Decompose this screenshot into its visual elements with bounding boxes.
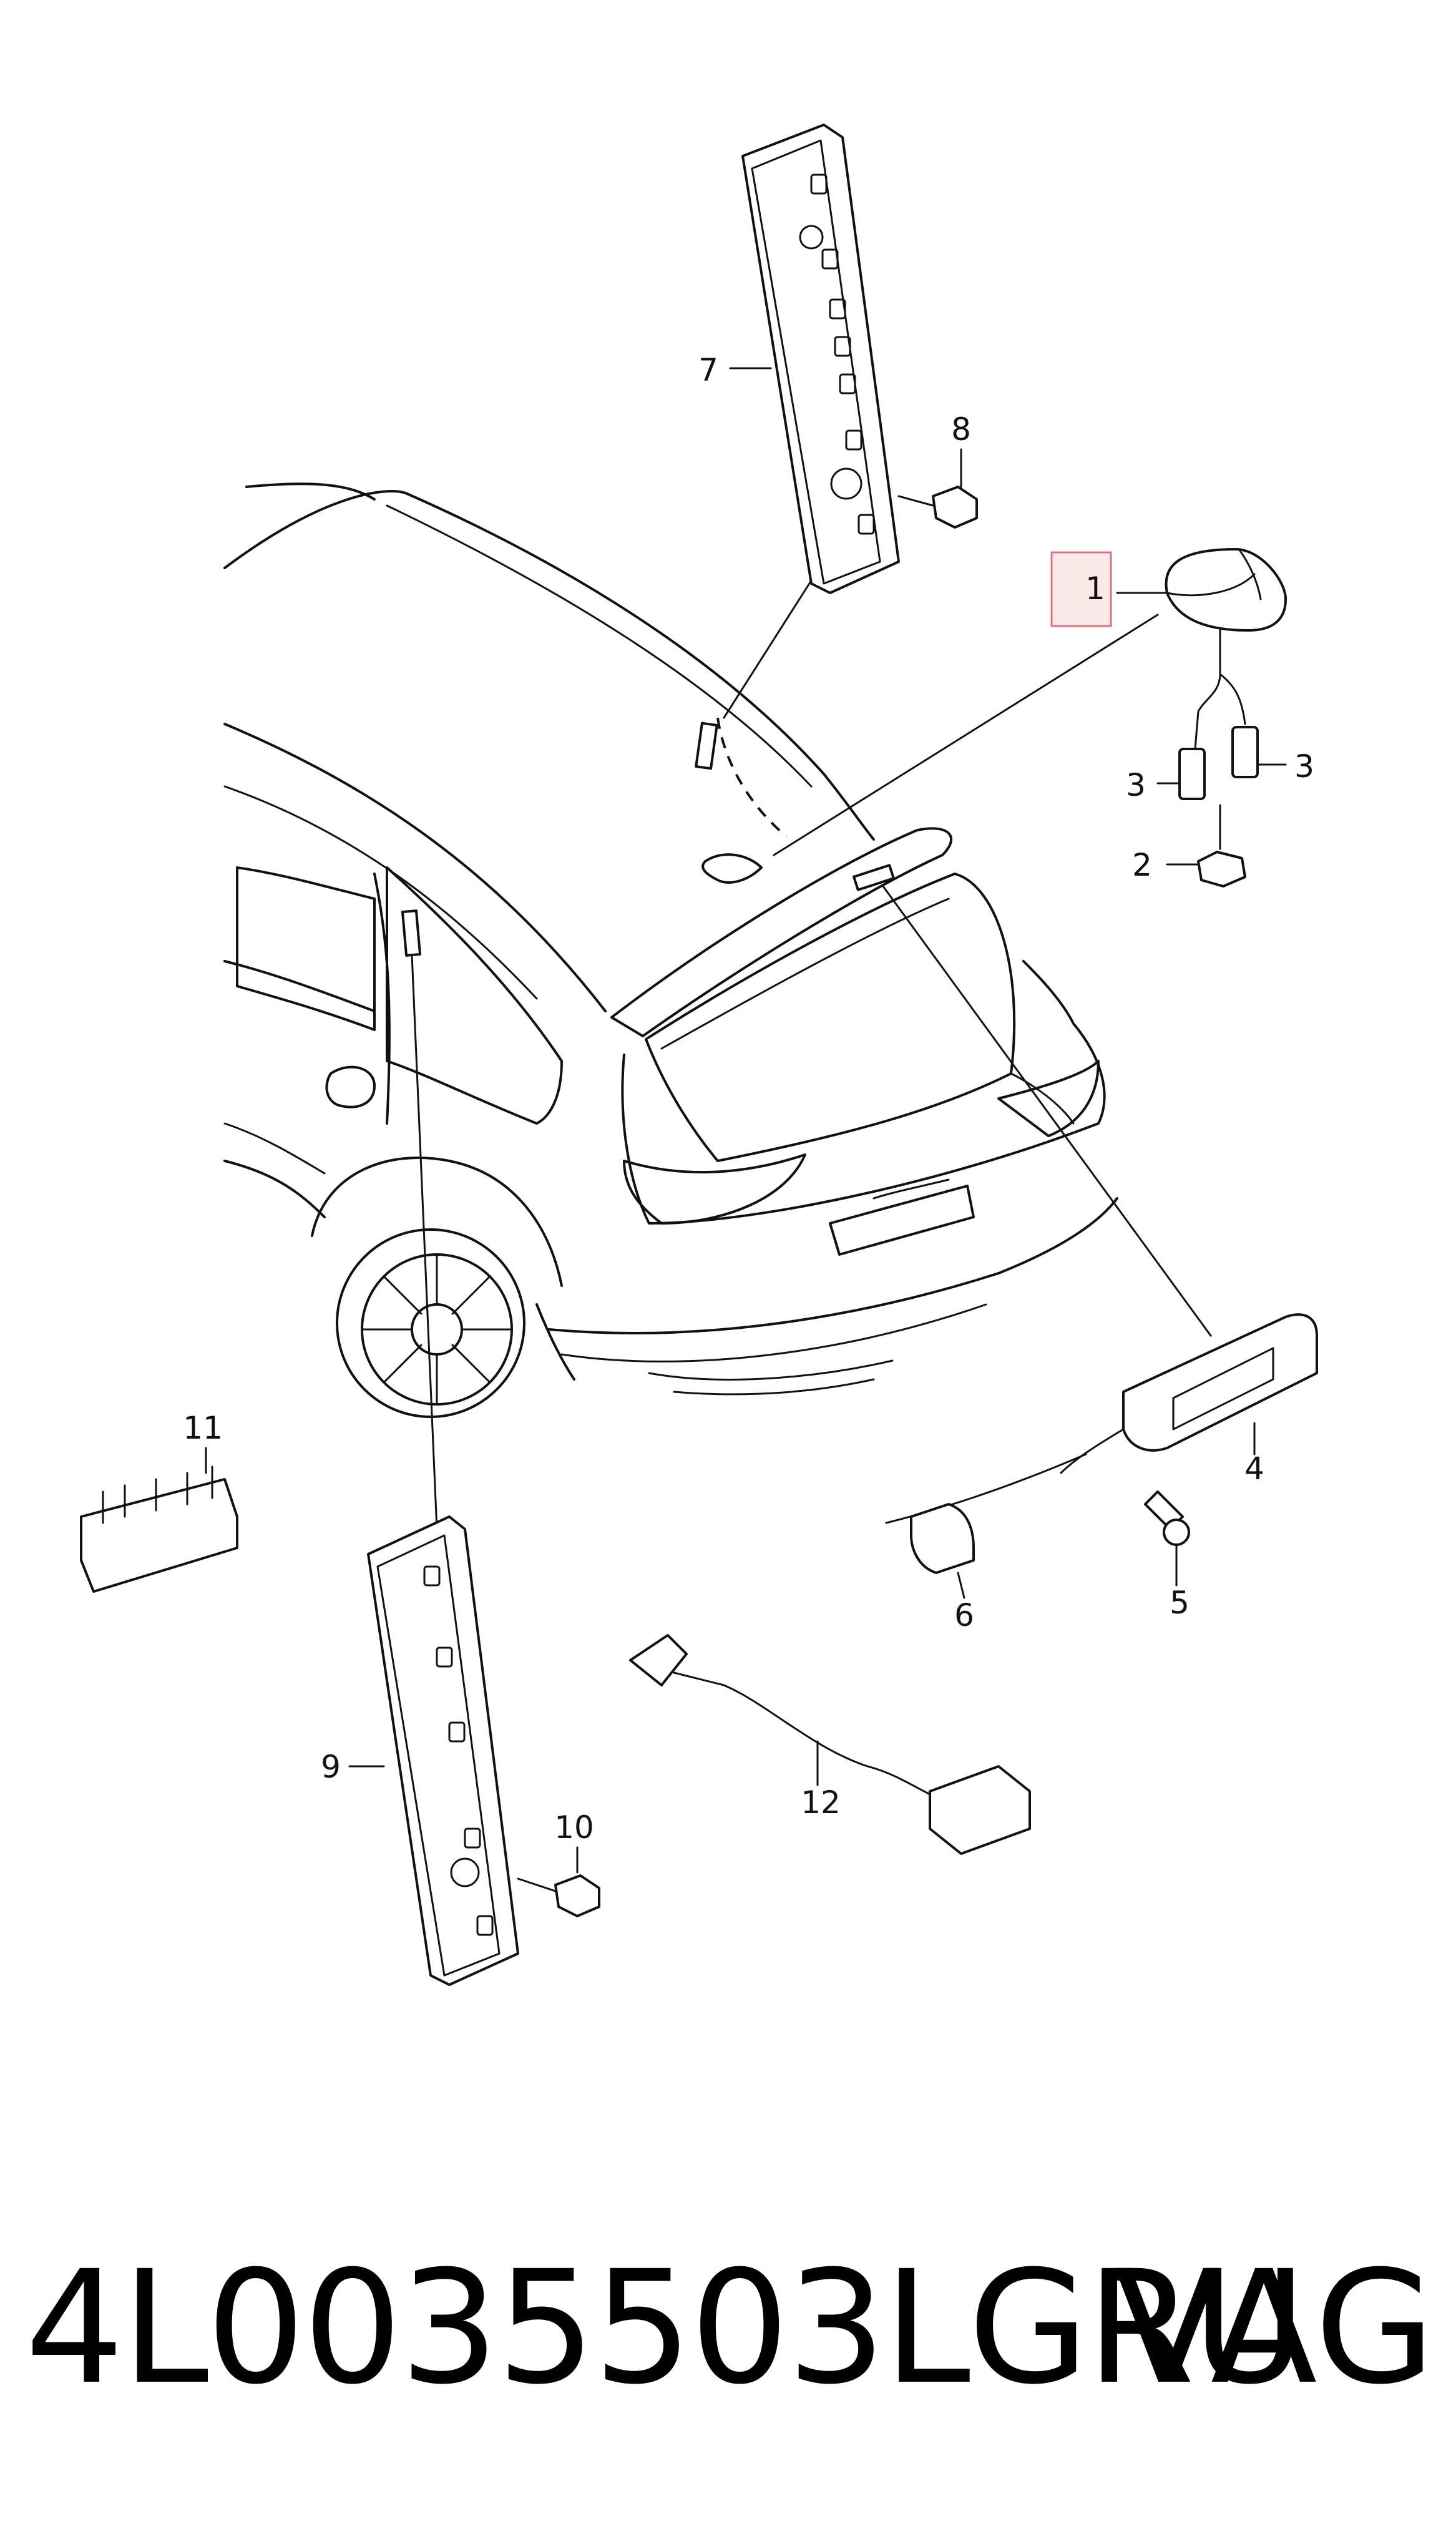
part-5-screw: [1144, 1490, 1190, 1587]
part-number: 4L0035503LGRU: [25, 2237, 1306, 2419]
part-7-antenna-amplifier: [741, 124, 900, 594]
part-6-connector: [910, 1503, 975, 1599]
part-8-nut: [897, 486, 978, 529]
callout-5: 5: [1170, 1585, 1190, 1621]
callout-6: 6: [954, 1597, 974, 1633]
part-3-connectors: [1178, 726, 1259, 800]
leader-lines: [411, 579, 1212, 1530]
part-4-module: [885, 1313, 1318, 1524]
callout-3: 3: [1126, 767, 1146, 803]
callout-labels: 1 2 3 3 4 5 6 7 8 9 10 11 12: [183, 352, 1314, 1846]
callout-1-highlight-box: [1050, 551, 1112, 627]
part-1-roof-antenna: [1165, 548, 1287, 750]
callout-8: 8: [951, 411, 971, 448]
callout-7: 7: [698, 352, 718, 388]
callout-2: 2: [1132, 847, 1152, 883]
brand-label: VAG: [1113, 2237, 1435, 2419]
footer: 4L0035503LGRU VAG: [25, 2234, 1435, 2422]
callout-10: 10: [554, 1809, 594, 1846]
callout-3: 3: [1294, 748, 1314, 785]
callout-11: 11: [183, 1410, 223, 1446]
car-illustration: [223, 482, 1118, 1418]
part-11-bracket: [80, 1447, 238, 1593]
callout-12: 12: [801, 1784, 841, 1821]
callout-leaders: [348, 367, 1287, 1768]
part-2-nut: [1197, 804, 1246, 888]
part-12-cable: [629, 1634, 1031, 1855]
callout-4: 4: [1244, 1451, 1264, 1487]
part-10-nut: [517, 1846, 600, 1917]
callout-9: 9: [321, 1749, 341, 1785]
part-9-antenna-amplifier: [367, 1515, 519, 1986]
callout-1: 1: [1085, 570, 1105, 607]
